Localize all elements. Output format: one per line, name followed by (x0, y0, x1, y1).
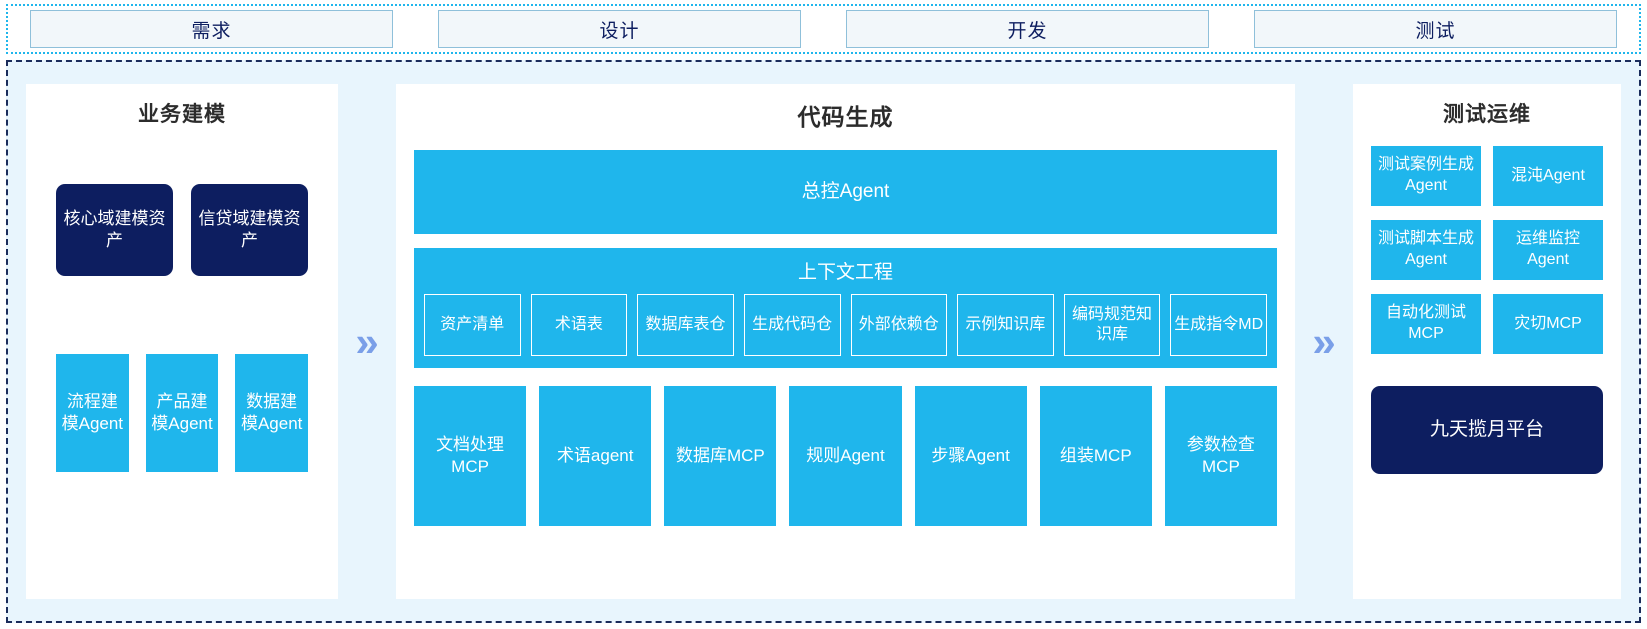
platform-box-jiutian-lanyue[interactable]: 九天揽月平台 (1371, 386, 1603, 474)
panel-code-generation: 代码生成 总控Agent 上下文工程 资产清单 术语表 数据库表仓 生成代码仓 … (396, 84, 1295, 599)
phase-band: 需求 设计 开发 测试 (6, 4, 1641, 54)
context-chip-generation-instruction-md[interactable]: 生成指令MD (1170, 294, 1267, 356)
double-chevron-right-icon-2: » (1312, 317, 1336, 365)
agent-box-data-modeling[interactable]: 数据建模Agent (235, 354, 309, 472)
panel-title-test-operations: 测试运维 (1443, 103, 1531, 126)
agent-box-process-modeling[interactable]: 流程建模Agent (56, 354, 129, 472)
test-ops-grid: 测试案例生成Agent 混沌Agent 测试脚本生成Agent 运维监控Agen… (1371, 146, 1603, 354)
tool-box-assembly-mcp[interactable]: 组装MCP (1039, 386, 1152, 526)
test-box-automated-testing-mcp[interactable]: 自动化测试MCP (1371, 294, 1481, 354)
context-chip-asset-list[interactable]: 资产清单 (424, 294, 521, 356)
context-chip-external-dependency-repo[interactable]: 外部依赖仓 (850, 294, 948, 356)
panel-title-code-generation: 代码生成 (797, 104, 894, 130)
asset-box-core-domain[interactable]: 核心域建模资产 (56, 184, 173, 276)
business-agent-group: 流程建模Agent 产品建模Agent 数据建模Agent (42, 354, 322, 472)
tool-box-document-processing-mcp[interactable]: 文档处理MCP (414, 386, 527, 526)
asset-box-credit-domain[interactable]: 信贷域建模资产 (191, 184, 308, 276)
double-chevron-right-icon-1: » (355, 317, 379, 365)
panel-business-modeling: 业务建模 核心域建模资产 信贷域建模资产 流程建模Agent 产品建模Agent… (26, 84, 338, 599)
tool-box-step-agent[interactable]: 步骤Agent (914, 386, 1027, 526)
tool-row: 文档处理MCP 术语agent 数据库MCP 规则Agent 步骤Agent 组… (414, 386, 1277, 526)
agent-box-product-modeling[interactable]: 产品建模Agent (145, 354, 219, 472)
context-chip-coding-standard-knowledge-base[interactable]: 编码规范知识库 (1063, 294, 1161, 356)
context-chip-row: 资产清单 术语表 数据库表仓 生成代码仓 外部依赖仓 示例知识库 编码规范知识库… (424, 294, 1267, 356)
panel-test-operations: 测试运维 测试案例生成Agent 混沌Agent 测试脚本生成Agent 运维监… (1353, 84, 1621, 599)
context-engineering-title: 上下文工程 (797, 262, 893, 283)
business-asset-group: 核心域建模资产 信贷域建模资产 (42, 184, 322, 276)
tool-box-rule-agent[interactable]: 规则Agent (789, 386, 902, 526)
phase-box-development[interactable]: 开发 (846, 10, 1209, 48)
phase-box-requirement[interactable]: 需求 (30, 10, 393, 48)
test-box-chaos-agent[interactable]: 混沌Agent (1493, 146, 1603, 206)
test-box-disaster-switch-mcp[interactable]: 灾切MCP (1493, 294, 1603, 354)
tool-box-parameter-check-mcp[interactable]: 参数检查MCP (1164, 386, 1277, 526)
context-chip-db-table-repo[interactable]: 数据库表仓 (637, 294, 734, 356)
context-chip-generated-code-repo[interactable]: 生成代码仓 (743, 294, 841, 356)
context-chip-example-knowledge-base[interactable]: 示例知识库 (957, 294, 1054, 356)
master-agent-bar[interactable]: 总控Agent (414, 150, 1277, 234)
main-band: 业务建模 核心域建模资产 信贷域建模资产 流程建模Agent 产品建模Agent… (6, 60, 1641, 623)
test-box-script-generation-agent[interactable]: 测试脚本生成Agent (1371, 220, 1481, 280)
context-engineering-block: 上下文工程 资产清单 术语表 数据库表仓 生成代码仓 外部依赖仓 示例知识库 编… (414, 248, 1277, 368)
tool-box-glossary-agent[interactable]: 术语agent (539, 386, 652, 526)
panel-title-business-modeling: 业务建模 (138, 103, 226, 126)
phase-box-testing[interactable]: 测试 (1254, 10, 1617, 48)
test-box-ops-monitoring-agent[interactable]: 运维监控Agent (1493, 220, 1603, 280)
context-chip-glossary[interactable]: 术语表 (530, 294, 628, 356)
tool-box-database-mcp[interactable]: 数据库MCP (664, 386, 777, 526)
phase-box-design[interactable]: 设计 (438, 10, 801, 48)
test-box-case-generation-agent[interactable]: 测试案例生成Agent (1371, 146, 1481, 206)
